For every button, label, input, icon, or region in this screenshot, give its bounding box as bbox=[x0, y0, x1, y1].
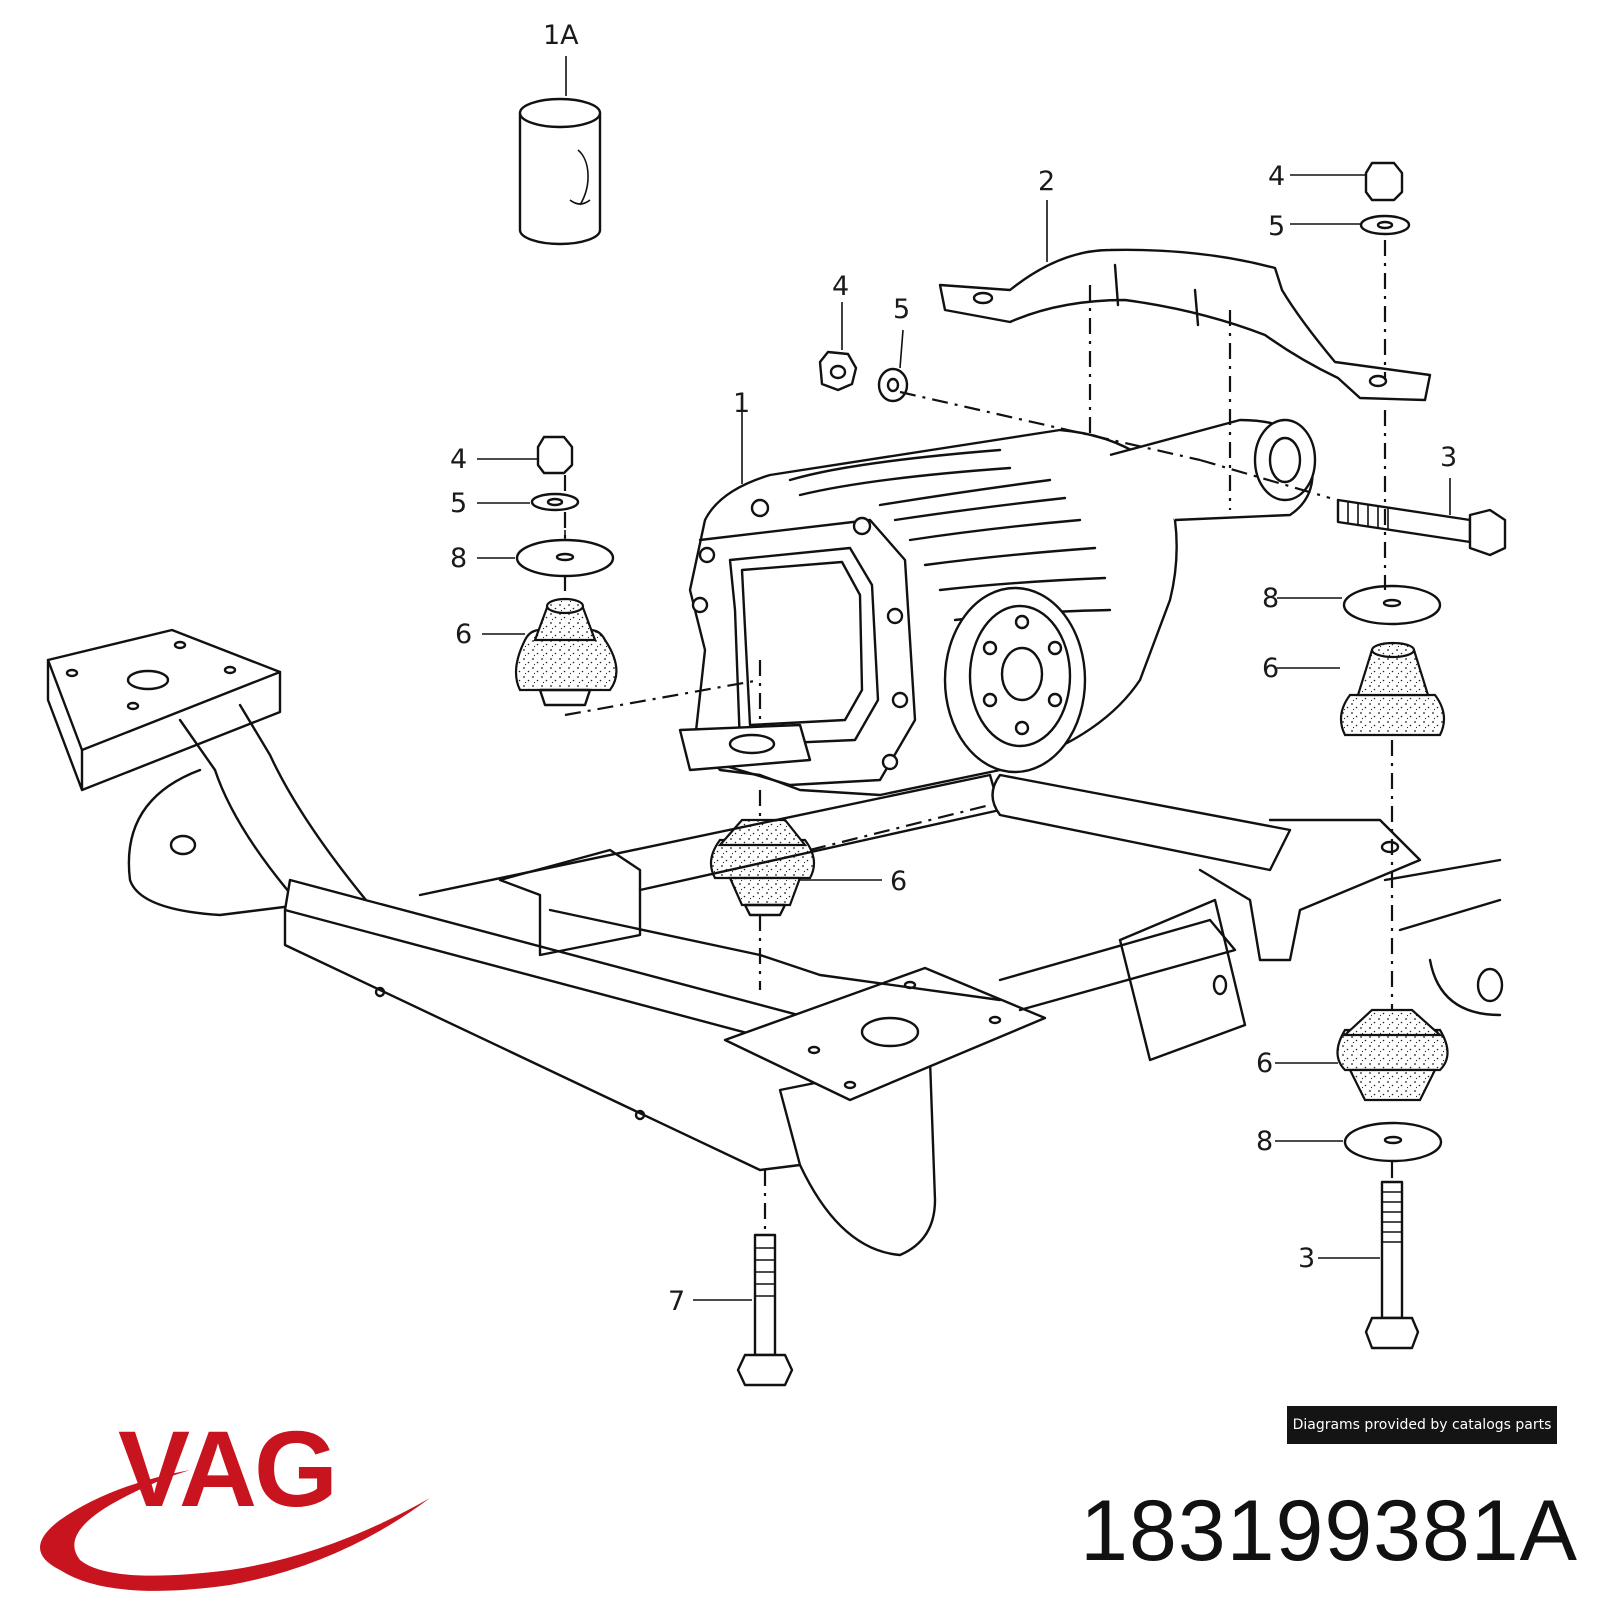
vag-logo: VAG bbox=[40, 1420, 430, 1591]
callout-8: 8 bbox=[450, 543, 467, 574]
leader-lines bbox=[477, 174, 1451, 1301]
logo-text: VAG bbox=[118, 1420, 335, 1529]
callout-2: 2 bbox=[1038, 166, 1055, 197]
callout-4: 4 bbox=[1268, 161, 1285, 192]
mount-center-lower bbox=[709, 818, 816, 917]
callout-8: 8 bbox=[1256, 1126, 1273, 1157]
bolt-7 bbox=[736, 1233, 794, 1387]
callout-5: 5 bbox=[450, 488, 467, 519]
callout-1: 1 bbox=[733, 388, 750, 419]
callout-3: 3 bbox=[1298, 1243, 1315, 1274]
callout-8: 8 bbox=[1262, 583, 1279, 614]
callout-6: 6 bbox=[455, 619, 472, 650]
callout-6: 6 bbox=[1256, 1048, 1273, 1079]
mount-stack-right-upper bbox=[1339, 584, 1446, 737]
callout-6: 6 bbox=[890, 866, 907, 897]
assembly-lines bbox=[563, 240, 1394, 1232]
callout-6: 6 bbox=[1262, 653, 1279, 684]
callout-5: 5 bbox=[893, 294, 910, 325]
callout-7: 7 bbox=[668, 1286, 685, 1317]
diagram-credit-badge: Diagrams provided by catalogs parts bbox=[1287, 1406, 1557, 1444]
callout-3: 3 bbox=[1440, 442, 1457, 473]
callout-4: 4 bbox=[450, 444, 467, 475]
nut-washer-top-right bbox=[1359, 161, 1411, 236]
nut-washer-center bbox=[818, 350, 909, 403]
callout-1a: 1A bbox=[543, 20, 579, 51]
credit-text: Diagrams provided by catalogs parts bbox=[1292, 1417, 1552, 1433]
part-1-differential-housing bbox=[678, 398, 1317, 797]
callout-5: 5 bbox=[1268, 211, 1285, 242]
mount-stack-right-lower bbox=[1336, 1008, 1449, 1350]
subframe bbox=[46, 628, 1504, 1257]
mount-stack-left bbox=[514, 435, 618, 707]
part-2-bracket bbox=[938, 200, 1432, 402]
part-1a-canister bbox=[518, 56, 602, 246]
logo-swoosh bbox=[40, 1470, 430, 1591]
part-number: 183199381A bbox=[1080, 1483, 1578, 1579]
callouts: 1A 2 4 5 4 5 1 3 4 5 8 6 8 6 6 6 8 3 7 bbox=[450, 20, 1457, 1317]
callout-4: 4 bbox=[832, 271, 849, 302]
bolt-3-horizontal bbox=[1336, 498, 1507, 557]
